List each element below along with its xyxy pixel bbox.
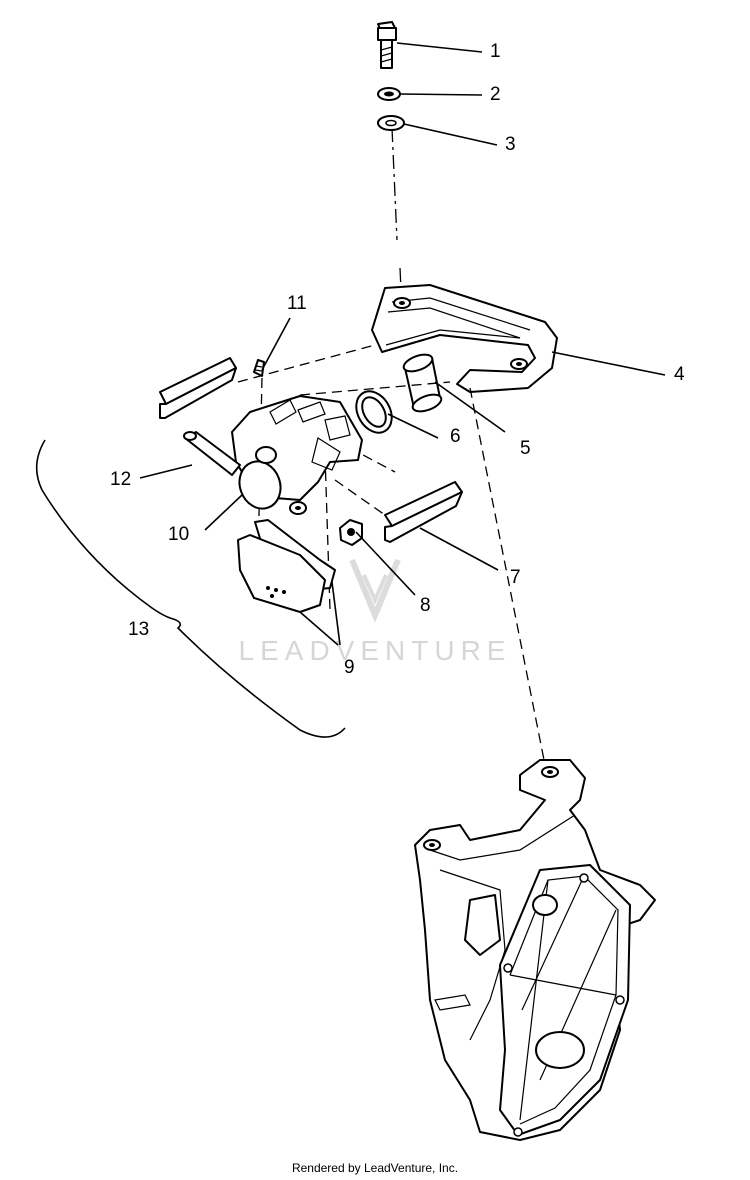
callout-11: 11: [287, 293, 307, 314]
footer-credit: Rendered by LeadVenture, Inc.: [292, 1161, 458, 1175]
part-7-pad-plates: [159, 357, 463, 543]
mount-centerline: [469, 387, 549, 781]
callout-8: 8: [420, 595, 431, 616]
part-8-nut: [339, 519, 363, 546]
watermark-logo: [349, 558, 401, 623]
callout-7: 7: [510, 567, 521, 588]
chaincase-housing: [414, 759, 656, 1141]
centerline-bracket: [399, 267, 402, 291]
part-3-flat-washer: [377, 115, 405, 131]
part-1-bolt: [377, 21, 397, 69]
callout-9: 9: [344, 657, 355, 678]
watermark-text: LEADVENTURE: [239, 635, 512, 666]
part-5-bushing: [402, 353, 443, 413]
part-10-caliper-body: [231, 395, 363, 515]
assembly-line-b: [299, 381, 451, 396]
part-6-seal-ring: [355, 390, 393, 434]
callout-3: 3: [505, 134, 516, 155]
callout-4: 4: [674, 364, 685, 385]
assembly-line-d: [334, 479, 386, 516]
callout-6: 6: [450, 426, 461, 447]
centerline-top: [391, 127, 398, 241]
leader-lines: [139, 42, 666, 646]
callout-2: 2: [490, 84, 501, 105]
part-4-caliper-bracket: [371, 284, 558, 393]
part-12-hose-fitting: [183, 431, 241, 476]
callout-1: 1: [490, 41, 501, 62]
callout-13: 13: [128, 619, 149, 640]
callout-10: 10: [168, 524, 189, 545]
assembly-line-c: [334, 439, 396, 473]
part-9-brake-pads: [237, 519, 336, 613]
callout-5: 5: [520, 438, 531, 459]
callout-12: 12: [110, 469, 131, 490]
part-11-bleeder-screw: [253, 359, 265, 377]
part-2-lock-washer: [377, 87, 401, 101]
group-13-brace: [35, 439, 346, 738]
